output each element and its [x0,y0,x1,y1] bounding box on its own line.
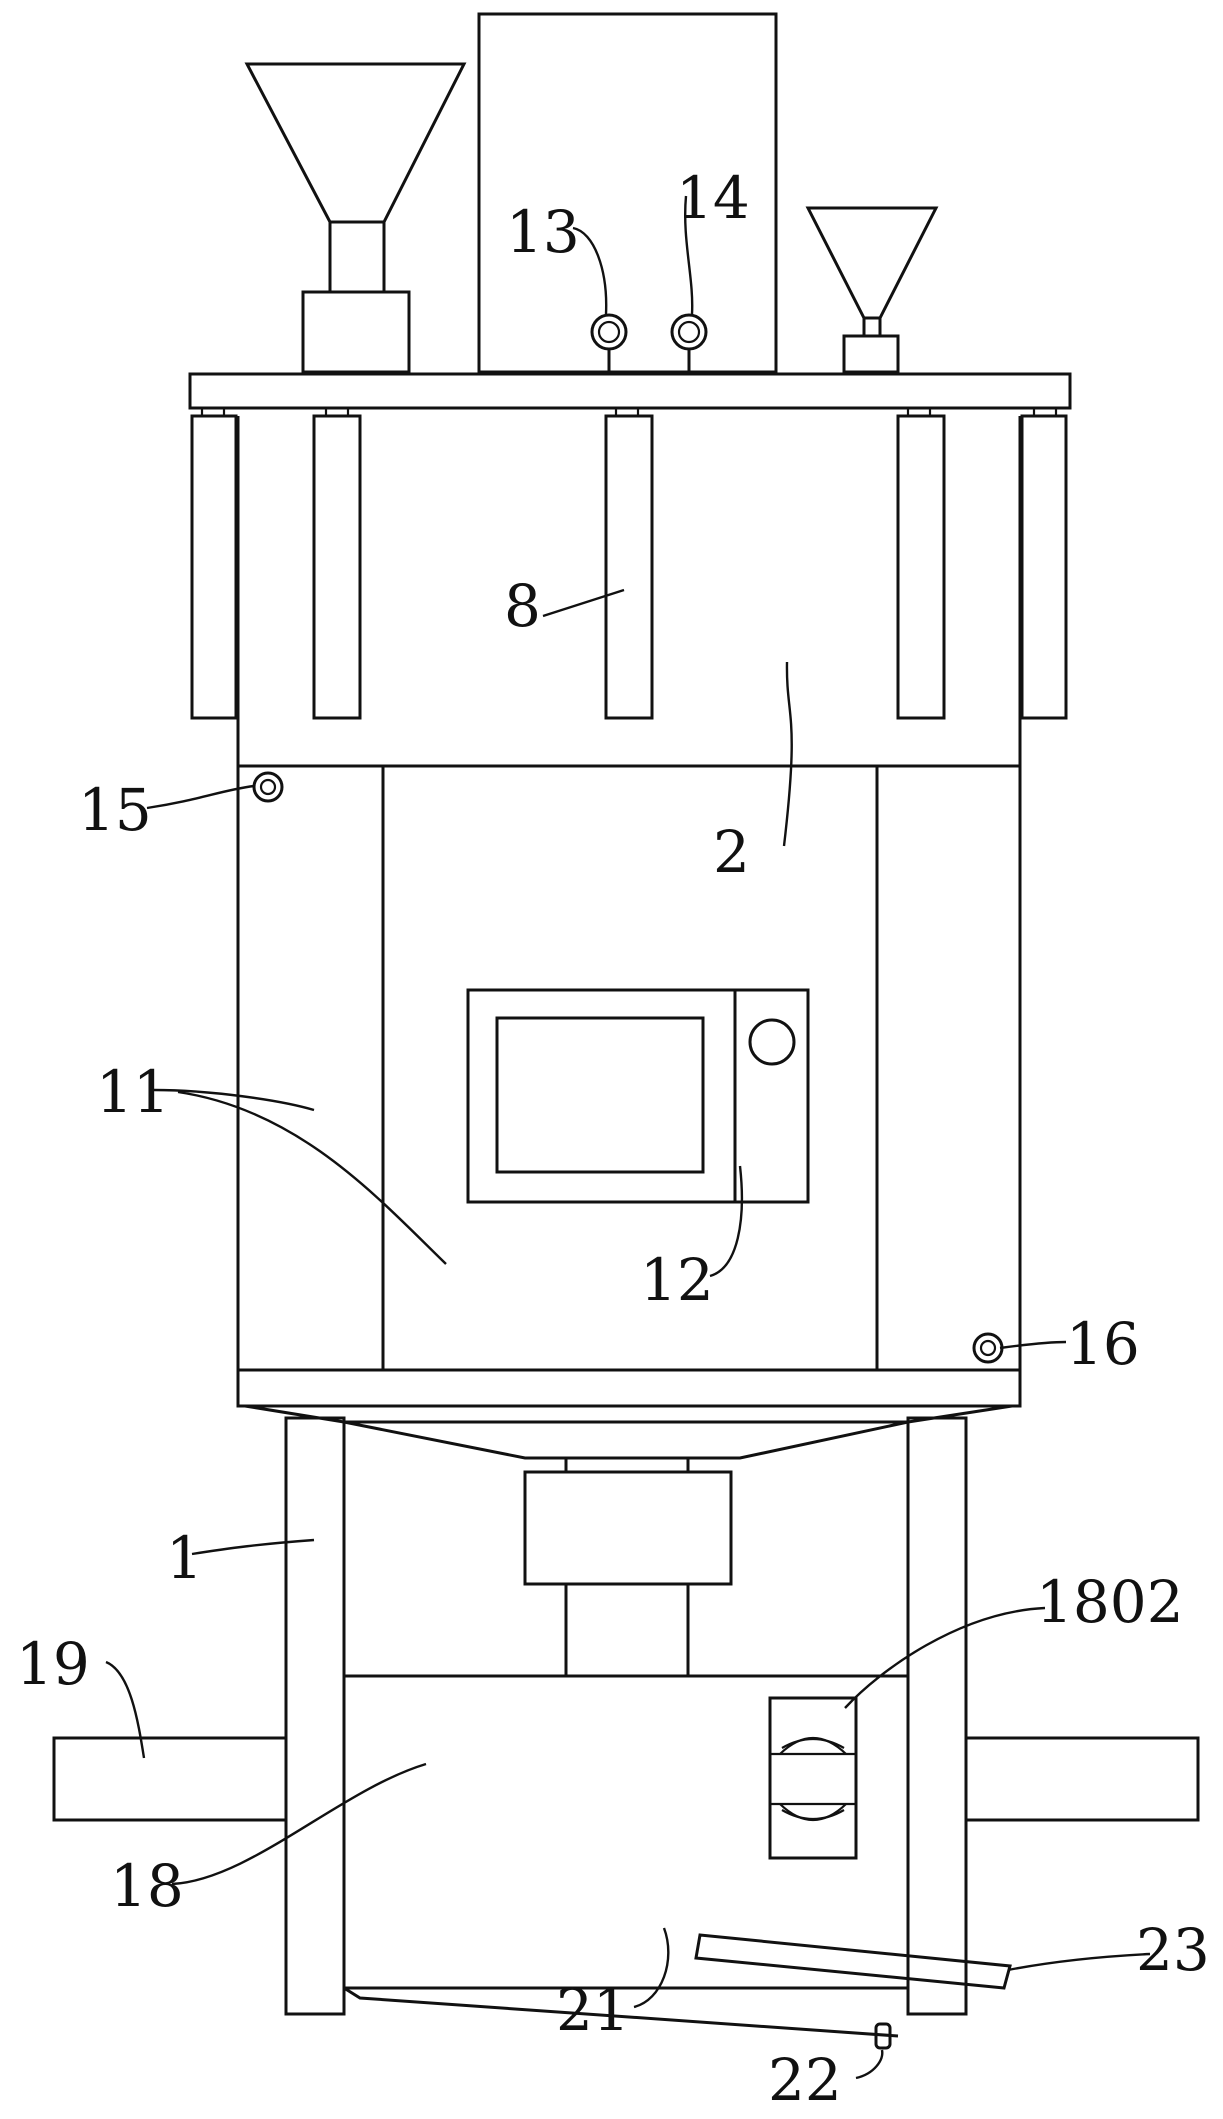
upper-tank [236,416,1022,766]
label-19: 19 [16,1630,90,1698]
label-14: 14 [676,164,750,232]
legs [284,1416,968,2016]
main-cabinet [236,764,1022,1408]
label-16: 16 [1066,1310,1140,1378]
side-bars [52,1736,1200,1822]
control-panel [466,988,810,1204]
small-feed-hopper [805,206,939,374]
nut-16 [972,1332,1004,1364]
fitting-22 [874,2022,892,2050]
label-21: 21 [556,1976,630,2044]
label-2: 2 [713,818,750,886]
label-1802: 1802 [1036,1568,1184,1636]
nut-15 [252,771,284,803]
label-23: 23 [1136,1916,1210,1984]
label-15: 15 [78,776,152,844]
top-cover-plate [188,372,1072,418]
large-feed-hopper [244,62,467,374]
label-22: 22 [768,2046,842,2114]
pressure-gauge-14 [670,313,708,372]
reference-labels: 13 14 8 2 15 11 12 16 1 1802 19 18 23 21… [16,164,1210,2114]
label-8: 8 [504,572,541,640]
label-12: 12 [640,1246,714,1314]
slanted-tray [343,1986,899,2038]
discharge-valve [523,1456,733,1678]
label-18: 18 [110,1852,184,1920]
pressure-gauge-13 [590,313,628,372]
component-1802 [768,1696,858,1860]
conical-bottom [244,1404,1013,1460]
label-1: 1 [166,1524,203,1592]
chute [694,1933,1012,1990]
label-13: 13 [506,198,580,266]
top-control-box [477,12,778,374]
leader-lines [105,195,1151,2080]
lower-box [342,1674,910,1990]
hanging-members [190,414,1068,720]
label-11: 11 [96,1058,170,1126]
